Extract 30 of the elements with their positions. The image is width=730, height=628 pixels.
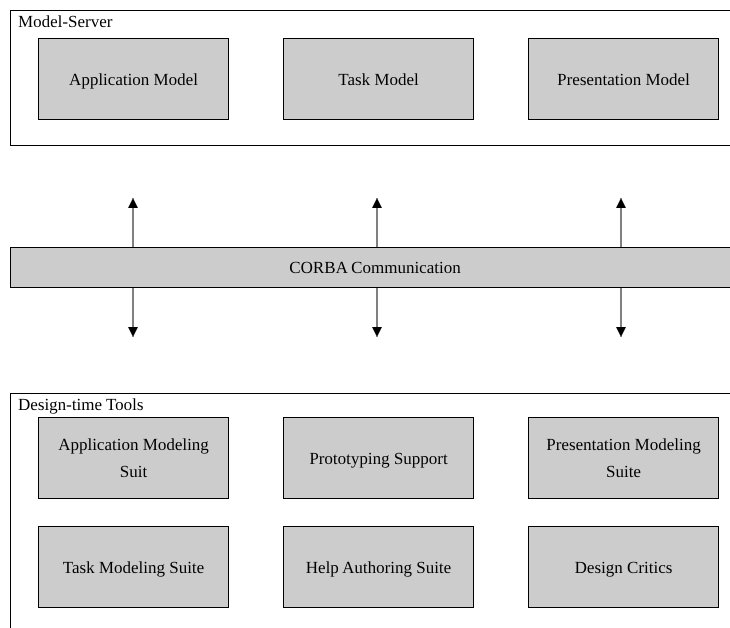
component-box: [283, 526, 474, 608]
group-frame: [10, 393, 730, 628]
group-heading: Design-time Tools: [18, 395, 144, 415]
component-box: [38, 417, 229, 499]
box-label: CORBA Communication: [288, 257, 462, 279]
component-box: [528, 526, 719, 608]
box-label: Task Modeling Suite: [62, 556, 206, 579]
box-label: Prototyping Support: [308, 448, 449, 470]
component-box: [528, 38, 719, 120]
arrow: [372, 288, 382, 338]
communication-bar: [10, 247, 730, 288]
component-box: [38, 38, 229, 120]
component-box: [283, 38, 474, 120]
arrow: [128, 198, 138, 248]
box-label: Task Model: [337, 68, 420, 90]
group-heading: Model-Server: [18, 12, 112, 32]
box-label: Presentation Modeling Suite: [545, 434, 702, 483]
component-box: [528, 417, 719, 499]
arrow: [616, 288, 626, 338]
box-label: Application Model: [68, 68, 199, 91]
box-label: Application Modeling Suit: [57, 434, 210, 483]
component-box: [283, 417, 474, 499]
group-frame: [10, 10, 730, 146]
box-label: Help Authoring Suite: [304, 556, 452, 579]
component-box: [38, 526, 229, 608]
box-label: Design Critics: [574, 556, 674, 579]
arrow: [128, 288, 138, 338]
arrow: [372, 198, 382, 248]
arrow: [616, 198, 626, 248]
box-label: Presentation Model: [556, 68, 691, 90]
